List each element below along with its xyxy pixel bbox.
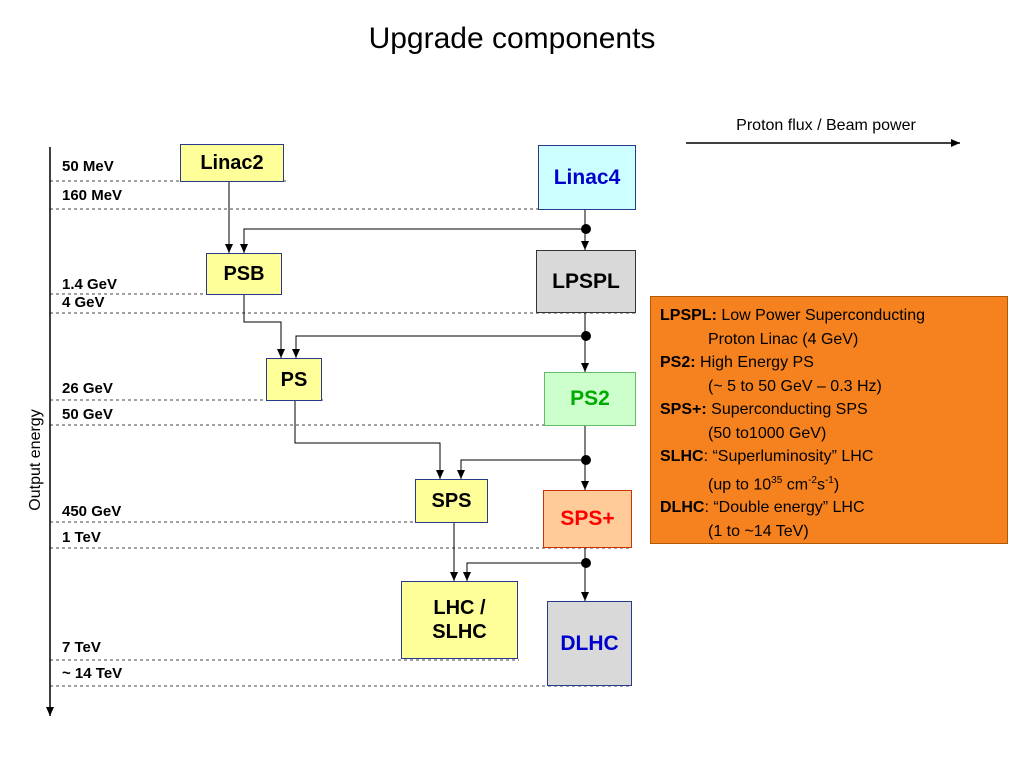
psb-box: PSB	[206, 253, 282, 295]
energy-label-14tev: ~ 14 TeV	[62, 665, 123, 682]
energy-label-4gev: 4 GeV	[62, 294, 105, 311]
lhc-label: LHC /	[433, 597, 486, 619]
energy-label-26gev: 26 GeV	[62, 380, 113, 397]
flux-label: Proton flux / Beam power	[736, 117, 916, 134]
ps-box: PS	[266, 358, 322, 401]
legend-detail-slhc-mid1: cm	[782, 475, 809, 493]
energy-label-50mev: 50 MeV	[62, 158, 114, 175]
legend-detail-dlhc: (1 to ~14 TeV)	[708, 522, 809, 540]
sps-plus-box: SPS+	[543, 490, 632, 548]
legend-detail-slhc-sup3: -1	[824, 474, 834, 486]
legend-desc-lpspl: Low Power Superconducting	[721, 307, 926, 324]
legend-row-sps: SPS+: Superconducting SPS	[660, 398, 1007, 422]
energy-label-160mev: 160 MeV	[62, 187, 123, 204]
energy-label-1tev: 1 TeV	[62, 529, 101, 546]
legend-desc-slhc: : “Superluminosity” LHC	[703, 448, 874, 465]
legend-detail-sps: (50 to1000 GeV)	[708, 424, 827, 442]
legend-detail-slhc-sup1: 35	[771, 474, 783, 486]
energy-label-50gev: 50 GeV	[62, 406, 113, 423]
legend-term-slhc: SLHC	[660, 448, 704, 465]
sps-box: SPS	[415, 479, 488, 523]
linac2-box: Linac2	[180, 144, 284, 182]
legend-box: LPSPL: Low Power Superconducting Proton …	[650, 296, 1008, 544]
legend-row-ps2: PS2: High Energy PS	[660, 351, 1007, 375]
linac4-box: Linac4	[538, 145, 636, 210]
legend-detail-slhc-sup2: -2	[808, 474, 817, 486]
slhc-label: SLHC	[432, 621, 487, 643]
legend-term-lpspl: LPSPL:	[660, 307, 717, 324]
legend-row-slhc-detail: (up to 1035 cm-2s-1)	[660, 469, 1007, 497]
legend-row-lpspl: LPSPL: Low Power Superconducting	[660, 304, 1007, 328]
legend-term-ps2: PS2:	[660, 354, 696, 371]
energy-label-7tev: 7 TeV	[62, 639, 101, 656]
legend-detail-slhc-pre: (up to 10	[708, 475, 772, 493]
legend-row-dlhc-detail: (1 to ~14 TeV)	[660, 520, 1007, 544]
legend-row-lpspl-detail: Proton Linac (4 GeV)	[660, 328, 1007, 352]
legend-term-sps: SPS+:	[660, 401, 707, 418]
legend-row-sps-detail: (50 to1000 GeV)	[660, 422, 1007, 446]
junction-dots	[581, 224, 591, 568]
axis-label-text: Output energy	[27, 409, 44, 511]
legend-desc-dlhc: : “Double energy” LHC	[704, 499, 865, 517]
page-title: Upgrade components	[368, 22, 656, 55]
lhc-box: LHC / SLHC	[401, 581, 518, 659]
legend-detail-slhc-mid2: s	[816, 475, 825, 493]
legend-desc-sps: Superconducting SPS	[711, 401, 868, 418]
lpspl-box: LPSPL	[536, 250, 636, 313]
legend-detail-slhc-post: )	[833, 475, 840, 493]
dlhc-box: DLHC	[547, 601, 632, 686]
legend-term-dlhc: DLHC	[660, 499, 705, 517]
legend-detail-ps2: (~ 5 to 50 GeV – 0.3 Hz)	[708, 377, 882, 395]
ps2-box: PS2	[544, 372, 636, 426]
legend-desc-ps2: High Energy PS	[700, 354, 814, 371]
legend-row-slhc: SLHC: “Superluminosity” LHC	[660, 445, 1007, 469]
energy-label-1-4gev: 1.4 GeV	[62, 276, 118, 293]
legend-row-dlhc: DLHC: “Double energy” LHC	[660, 496, 1007, 520]
legend-row-ps2-detail: (~ 5 to 50 GeV – 0.3 Hz)	[660, 375, 1007, 399]
legend-detail-lpspl: Proton Linac (4 GeV)	[708, 330, 859, 348]
energy-label-450gev: 450 GeV	[62, 503, 122, 520]
